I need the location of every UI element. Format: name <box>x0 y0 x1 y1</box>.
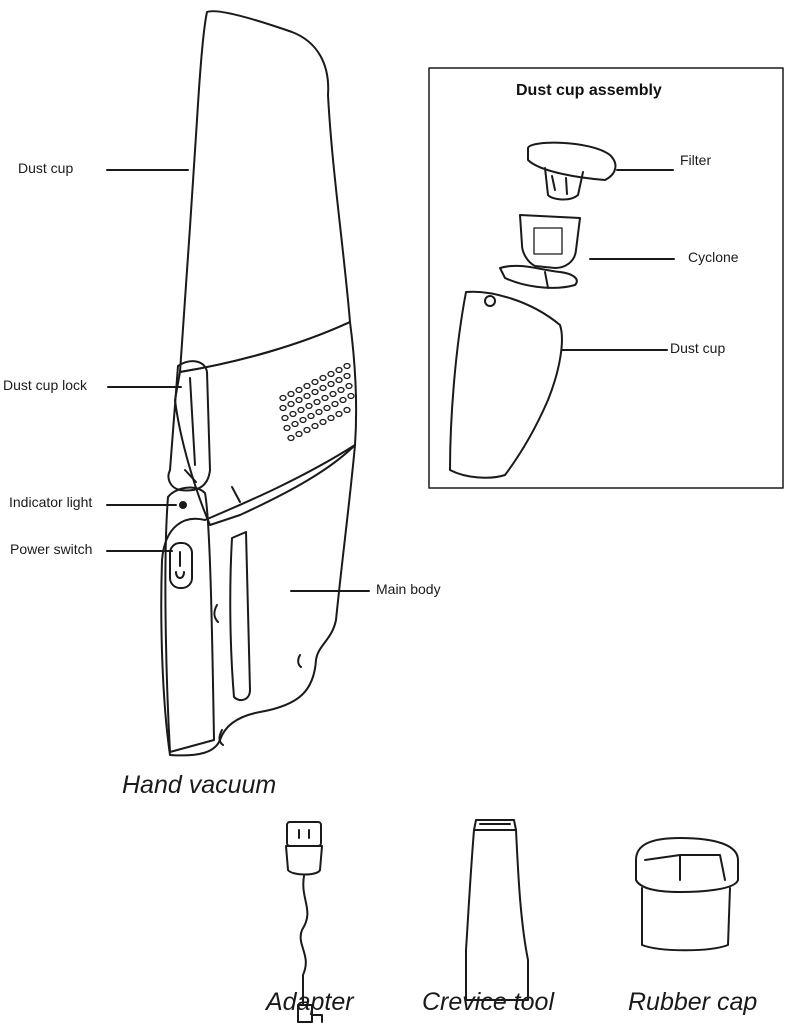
hand-vacuum-leader-lines <box>106 169 370 592</box>
callout-power-switch: Power switch <box>10 541 93 557</box>
body-detail-lines <box>213 486 302 746</box>
vacuum-main-body <box>160 444 356 757</box>
assembly-title: Dust cup assembly <box>516 82 662 99</box>
assembly-frame <box>428 67 784 489</box>
adapter-illustration <box>285 821 323 1023</box>
rubber-cap-illustration <box>635 837 739 952</box>
hand-vacuum-illustration <box>160 10 358 757</box>
dust-cup-lock-groove <box>184 377 197 483</box>
indicator-light <box>179 501 187 509</box>
callout-cyclone: Cyclone <box>688 249 739 265</box>
vacuum-dust-cup-shell <box>179 10 351 373</box>
callout-dust-cup-lock: Dust cup lock <box>3 377 88 393</box>
power-switch <box>169 542 193 589</box>
assembly-leader-lines <box>561 169 675 351</box>
callout-main-body: Main body <box>376 581 441 597</box>
filter-illustration <box>527 141 617 201</box>
cyclone-illustration <box>499 214 581 289</box>
power-switch-mark <box>175 551 185 579</box>
caption-crevice-tool: Crevice tool <box>422 988 554 1016</box>
vacuum-handle-spine <box>164 486 215 753</box>
callout-filter: Filter <box>680 152 712 168</box>
vacuum-handle-opening <box>229 531 251 702</box>
callout-indicator-light: Indicator light <box>9 494 93 510</box>
caption-rubber-cap: Rubber cap <box>628 988 758 1016</box>
callout-assembly-dust-cup: Dust cup <box>670 340 726 356</box>
caption-adapter: Adapter <box>266 988 354 1016</box>
caption-hand-vacuum: Hand vacuum <box>122 771 277 799</box>
assembly-dust-cup-illustration <box>449 290 563 479</box>
crevice-tool-illustration <box>465 819 529 1001</box>
dust-cup-lock <box>167 360 211 492</box>
vent-grid <box>279 362 355 442</box>
callout-dust-cup: Dust cup <box>18 160 74 176</box>
vacuum-motor-housing <box>174 321 358 526</box>
